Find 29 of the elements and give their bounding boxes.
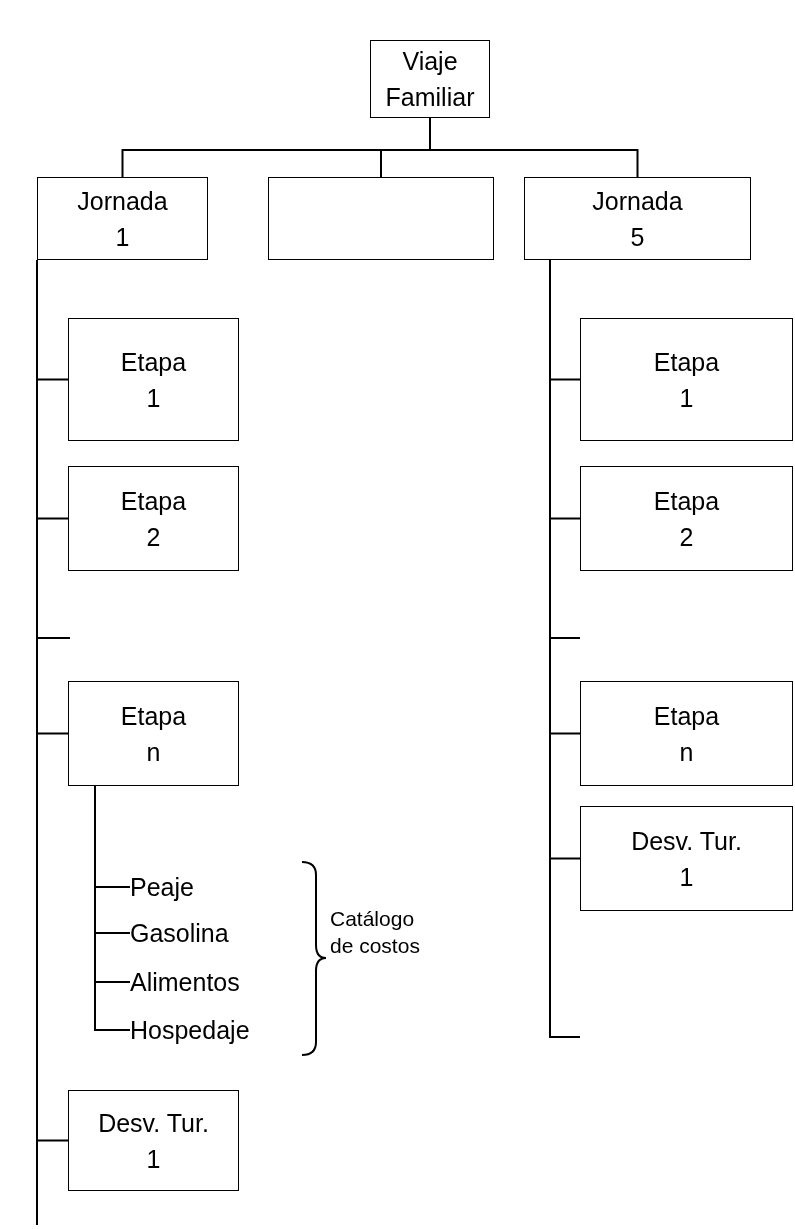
- brace-label: Catálogo de costos: [330, 906, 421, 959]
- empty-box: [268, 177, 494, 260]
- node-label: Etapa 2: [119, 485, 188, 553]
- cost-item: Peaje: [130, 870, 250, 904]
- node-box: [68, 1090, 239, 1191]
- node-box: [370, 40, 490, 118]
- node-label: Etapa 2: [652, 485, 721, 553]
- node-box: [580, 806, 793, 911]
- node-label: Etapa 1: [652, 346, 721, 414]
- cost-item: Alimentos: [130, 965, 270, 999]
- node-label: Etapa n: [652, 700, 721, 768]
- node-label: Desv. Tur. 1: [97, 1107, 210, 1175]
- connector-line: [94, 785, 131, 1031]
- node-box: [68, 681, 239, 786]
- node-box: [580, 681, 793, 786]
- node-box: [524, 177, 751, 260]
- node-label: Etapa 1: [119, 346, 188, 414]
- node-label: Etapa n: [119, 700, 188, 768]
- cost-item: Hospedaje: [130, 1013, 280, 1047]
- cost-item: Gasolina: [130, 916, 260, 950]
- node-box: [68, 318, 239, 441]
- node-box: [68, 466, 239, 571]
- node-box: [580, 318, 793, 441]
- node-label: Jornada 5: [591, 185, 684, 253]
- node-box: [580, 466, 793, 571]
- node-label: Desv. Tur. 1: [630, 825, 743, 893]
- node-label: Viaje Familiar: [384, 46, 476, 113]
- node-label: Jornada 1: [76, 185, 169, 253]
- node-box: [37, 177, 208, 260]
